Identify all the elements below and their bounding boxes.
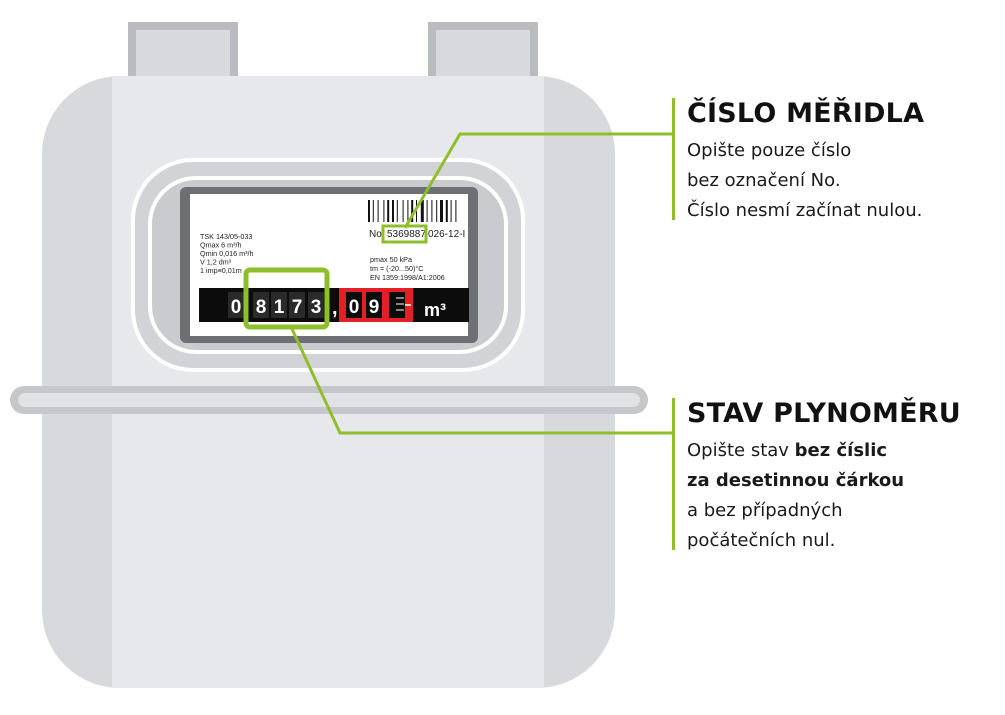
digit-drum [271, 292, 287, 318]
barcode-bar [407, 200, 409, 222]
barcode-bar [431, 200, 433, 222]
barcode-bar [440, 200, 443, 222]
barcode-bar [377, 200, 379, 222]
callout-cislo-title: ČÍSLO MĚŘIDLA [687, 98, 925, 129]
callout-stav-line1: Opište stav bez číslic [687, 436, 961, 466]
test-dial [389, 292, 411, 318]
outlet-connector-inner [436, 30, 530, 78]
digit-drum [289, 292, 305, 318]
spec-right-line: EN 1359:1998/A1:2006 [370, 273, 445, 282]
digit-drum [253, 292, 269, 318]
callout-stav-line2-bold: za desetinnou čárkou [687, 470, 905, 491]
barcode-bar [436, 200, 438, 222]
callout-stav-plynomeru: STAV PLYNOMĚRU Opište stav bez číslic za… [672, 398, 961, 551]
callout-cislo-line3: Číslo nesmí začínat nulou. [687, 200, 923, 221]
digit-drum [308, 292, 324, 318]
spec-left-line: V 1,2 dm³ [200, 258, 232, 267]
serial-suffix: 026-12-I [428, 229, 465, 240]
counter-digit: 3 [311, 297, 322, 318]
barcode-bar [387, 200, 390, 222]
unit-label: m³ [424, 300, 446, 320]
barcode-bar [455, 200, 457, 222]
inlet-connector-inner [136, 30, 230, 78]
barcode-bar [392, 200, 394, 222]
counter-digit: 7 [292, 297, 303, 318]
callout-stav-line1-prefix: Opište stav [687, 440, 795, 461]
spec-left-line: TSK 143/05-033 [200, 232, 252, 241]
decimal-drum [346, 292, 362, 318]
barcode-bar [420, 200, 424, 222]
digit-drum [228, 292, 244, 318]
barcode [368, 200, 457, 222]
callout-cislo-meridla: ČÍSLO MĚŘIDLA Opište pouze číslo bez ozn… [672, 98, 925, 221]
spec-right-line: pmax 50 kPa [370, 255, 412, 264]
counter-digit: 1 [274, 297, 285, 318]
spec-left-line: Qmin 0,016 m³/h [200, 249, 254, 258]
counter-digit: 8 [256, 297, 267, 318]
decimal-drum [366, 292, 382, 318]
callout-stav-line4: počátečních nul. [687, 530, 836, 551]
barcode-bar [426, 200, 428, 222]
callout-cislo-line1: Opište pouze číslo [687, 140, 852, 161]
spec-right-line: tm = (-20...50)°C [370, 264, 423, 273]
callout-stav-line3: a bez případných [687, 500, 843, 521]
barcode-bar [372, 200, 374, 222]
barcode-bar [450, 200, 452, 222]
barcode-bar [396, 200, 398, 222]
counter-highlight-box [243, 267, 330, 330]
meter-rail-inner [18, 393, 640, 407]
barcode-bar [368, 200, 370, 222]
counter-digit: 0 [231, 297, 242, 318]
spec-left-line: Qmax 6 m³/h [200, 241, 242, 250]
barcode-bar [411, 200, 414, 222]
callout-cislo-line2: bez označení No. [687, 170, 841, 191]
spec-left-line: 1 imp≡0,01m [200, 266, 242, 275]
leader-line-cislo [403, 132, 672, 229]
barcode-bar [383, 200, 385, 222]
callout-stav-line1-bold: bez číslic [794, 440, 888, 461]
barcode-bar [445, 200, 448, 222]
decimal-digit: 9 [369, 297, 380, 318]
decimal-digit: 0 [349, 297, 360, 318]
callout-stav-title: STAV PLYNOMĚRU [687, 398, 961, 429]
callout-stav-line2: za desetinnou čárkou [687, 466, 961, 496]
serial-number: 5369887 [387, 229, 426, 240]
barcode-bar [402, 200, 404, 222]
serial-prefix: No [369, 229, 382, 240]
leader-line-stav [290, 328, 672, 435]
decimal-comma: , [332, 297, 338, 319]
